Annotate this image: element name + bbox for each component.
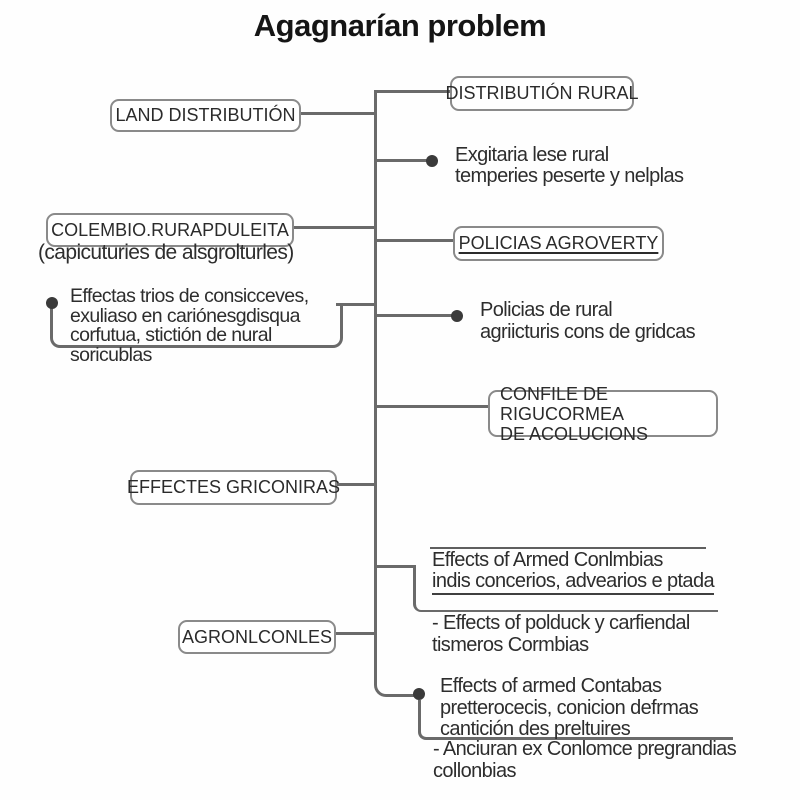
spine-line [374, 90, 377, 666]
node-distribucion-rural-label: DISTRIBUTIÓN RURAL [445, 83, 639, 103]
bullet-dot-effectas [46, 297, 58, 309]
node-agronlconles: AGRONLCONLES [178, 620, 336, 654]
node-distribucion-rural: DISTRIBUTIÓN RURAL [445, 76, 639, 111]
bullet-dot-exgitaria [426, 155, 438, 167]
note-armed-line1: Effects of Armed Conlmbias [432, 549, 663, 571]
note-effectas: Effectas trios de consicceves, exuliaso … [70, 285, 309, 366]
node-colembio-label: COLEMBIO.RURAPDULEITA [51, 219, 289, 240]
connector-confile [375, 405, 488, 408]
note-armed-line2: indis concerios, advearios e ptada [432, 571, 715, 595]
node-effectes-griconiras-label: EFFECTES GRICONIRAS [126, 477, 341, 497]
node-colembio: COLEMBIO.RURAPDULEITA [46, 213, 294, 247]
bracket-contabas [418, 700, 733, 740]
diagram-title: Agagnarían problem [253, 8, 547, 43]
connector-policias-box [375, 239, 455, 242]
connector-distribucion [375, 90, 453, 93]
connector-exgitaria [375, 159, 429, 162]
spine-bottom-corner [374, 666, 419, 697]
note-contabas: Effects of armed Contabas pretterocecis,… [440, 675, 699, 740]
node-land-distribution-label: LAND DISTRIBUTIÓN [115, 105, 296, 125]
node-land-distribution: LAND DISTRIBUTIÓN [110, 99, 301, 132]
node-effectes-griconiras: EFFECTES GRICONIRAS [126, 470, 341, 505]
bullet-dot-policias [451, 310, 463, 322]
note-policias: Policias de rural agriicturis cons de gr… [480, 299, 696, 343]
connector-policias-note [375, 314, 455, 317]
note-colembio-caption: (capicuturies de alsgrolturles) [38, 241, 294, 264]
node-agronlconles-label: AGRONLCONLES [181, 626, 333, 647]
connector-land [296, 112, 376, 115]
connector-effectas [336, 303, 375, 306]
bracket-effectas [50, 304, 343, 348]
node-confile: CONFILE DE RIGUCORMEA DE ACOLUCIONS [488, 384, 718, 444]
node-policias-agroverty-label: POLICIAS AGROVERTY [458, 233, 659, 253]
armed-top-rule [430, 547, 706, 549]
connector-armed [375, 565, 416, 568]
note-contabas-sub: - Anciuran ex Conlomce pregrandias collo… [433, 738, 737, 782]
node-policias-agroverty: POLICIAS AGROVERTY [453, 226, 664, 261]
connector-effectes [333, 483, 375, 486]
connector-colembio [289, 226, 376, 229]
bracket-armed [413, 568, 718, 612]
note-armed-sub: - Effects of polduck y carfiendal tismer… [432, 612, 690, 656]
note-exgitaria: Exgitaria lese rural temperies peserte y… [455, 144, 684, 187]
node-confile-label: CONFILE DE RIGUCORMEA DE ACOLUCIONS [500, 383, 649, 444]
bullet-dot-contabas [413, 688, 425, 700]
connector-agronl [332, 632, 375, 635]
